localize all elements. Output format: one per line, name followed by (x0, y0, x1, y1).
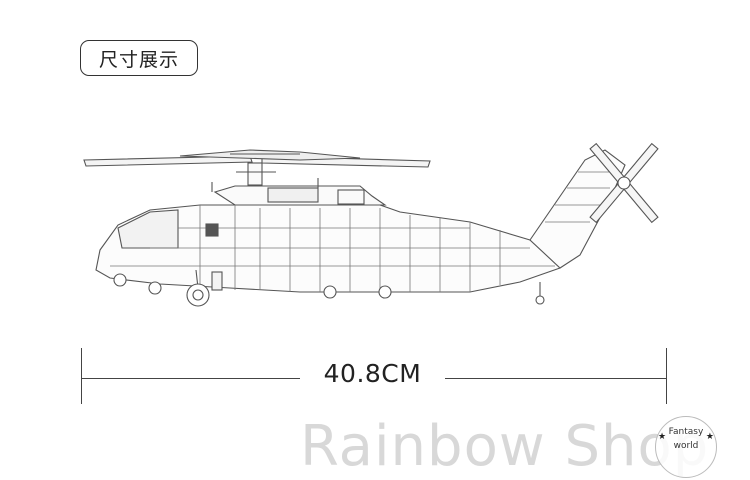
dimension-line-right (445, 378, 667, 379)
star-icon: ★ (705, 432, 714, 442)
dimension-line-left (82, 378, 300, 379)
dimension-left-tick (81, 348, 82, 404)
seal-line-1: Fantasy (668, 427, 704, 437)
fantasy-world-seal: ★ ★ Fantasy world (655, 416, 717, 478)
shop-watermark: Rainbow Shop (300, 414, 710, 479)
seal-line-2: world (673, 441, 699, 451)
dimension-right-tick (666, 348, 667, 404)
star-icon: ★ (658, 432, 667, 442)
size-display-title: 尺寸展示 (80, 40, 198, 76)
dimension-length-label: 40.8CM (323, 359, 422, 388)
